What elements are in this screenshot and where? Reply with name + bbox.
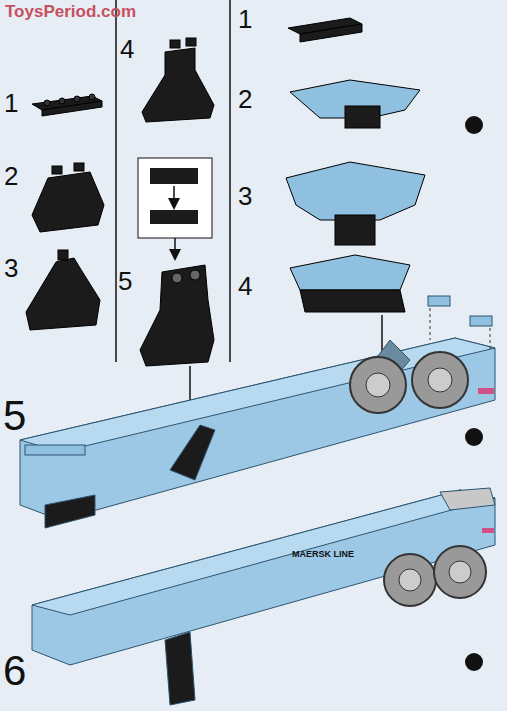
callout-number: 5 xyxy=(118,268,132,294)
watermark: ToysPeriod.com xyxy=(5,3,136,20)
callout-number: 3 xyxy=(4,255,18,281)
decal-text: MAERSK LINE xyxy=(292,550,354,559)
step-number: 6 xyxy=(3,650,26,692)
callout-number: 2 xyxy=(4,163,18,189)
callout-number: 1 xyxy=(4,90,18,116)
callout-number: 3 xyxy=(238,183,252,209)
callout-number: 4 xyxy=(120,36,134,62)
callout-number: 2 xyxy=(238,86,252,112)
step-number: 5 xyxy=(3,395,26,437)
callout-number: 1 xyxy=(238,6,252,32)
callout-number: 4 xyxy=(238,273,252,299)
